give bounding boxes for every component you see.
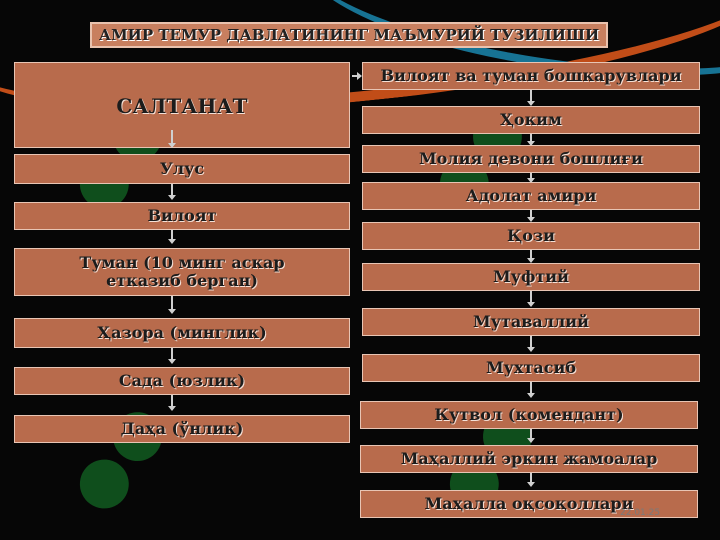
arrow-down <box>168 348 176 364</box>
node-muhtasib: Мухтасиб <box>362 354 700 382</box>
arrow-down <box>168 130 176 148</box>
node-mahalliy-jamoalar: Маҳаллий эркин жамоалар <box>360 445 698 473</box>
arrow-down <box>527 429 535 443</box>
node-tuman: Туман (10 минг аскар етказиб берган) <box>14 248 350 296</box>
arrow-down <box>527 473 535 487</box>
node-viloyat-tuman-boshqaruvlari: Вилоят ва туман бошкарувлари <box>362 62 700 90</box>
arrow-down <box>527 382 535 398</box>
arrow-down <box>527 250 535 263</box>
node-daha: Даҳа (ўнлик) <box>14 415 350 443</box>
node-saltanat: САЛТАНАТ <box>14 62 350 148</box>
arrow-down <box>168 184 176 200</box>
node-hazora: Ҳазора (минглик) <box>14 318 350 348</box>
node-kutvol: Кутвол (комендант) <box>360 401 698 429</box>
node-mahalla-oqsoqollari: Маҳалла оқсоқоллари <box>360 490 698 518</box>
node-adolat-amiri: Адолат амири <box>362 182 700 210</box>
slide-title: АМИР ТЕМУР ДАВЛАТИНИНГ МАЪМУРИЙ ТУЗИЛИШИ <box>90 22 608 48</box>
node-hokim: Ҳоким <box>362 106 700 134</box>
arrow-down <box>527 210 535 222</box>
arrow-down <box>527 173 535 183</box>
node-muftiy: Муфтий <box>362 263 700 291</box>
arrow-down <box>527 134 535 146</box>
arrow-down <box>168 296 176 314</box>
arrow-down <box>527 291 535 307</box>
arrow-right <box>352 72 362 80</box>
arrow-down <box>527 90 535 106</box>
node-ulus: Улус <box>14 154 350 184</box>
node-moliya-devoni: Молия девони бошлиғи <box>362 145 700 173</box>
node-mutavalliy: Мутаваллий <box>362 308 700 336</box>
slide-date: 22.01.25 <box>620 508 661 518</box>
arrow-down <box>168 395 176 411</box>
arrow-down <box>168 230 176 244</box>
watermark: ●● <box>54 388 182 526</box>
node-qozi: Қози <box>362 222 700 250</box>
node-viloyat: Вилоят <box>14 202 350 230</box>
arrow-down <box>527 336 535 352</box>
node-sada: Сада (юзлик) <box>14 367 350 395</box>
